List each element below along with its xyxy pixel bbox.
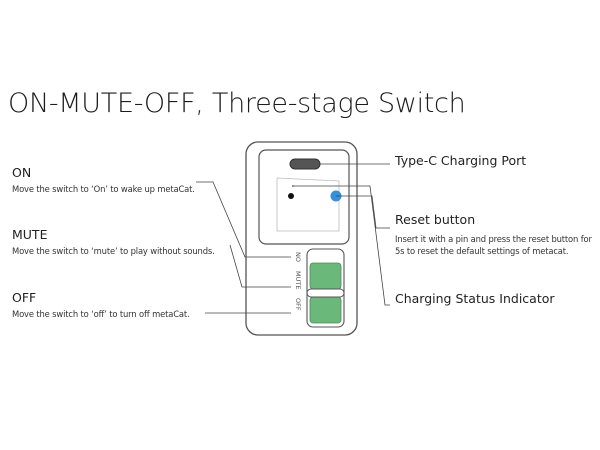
leader-line-reset xyxy=(336,195,390,229)
switch-off-label: OFF xyxy=(294,298,302,311)
on-label: ON xyxy=(12,165,32,180)
type-c-label: Type-C Charging Port xyxy=(395,153,527,168)
reset-description-line-1: Insert it with a pin and press the reset… xyxy=(395,234,592,244)
device-inner-panel xyxy=(258,149,350,245)
device-recess xyxy=(276,177,340,232)
mute-description: Move the switch to ‘mute’ to play withou… xyxy=(12,246,215,256)
leader-line-charging xyxy=(294,185,390,306)
leader-line-on xyxy=(196,181,291,258)
switch-knob-top xyxy=(309,262,342,290)
mute-label: MUTE xyxy=(12,227,48,242)
off-description: Move the switch to ‘off’ to turn off met… xyxy=(12,309,190,319)
reset-description: Insert it with a pin and press the reset… xyxy=(395,233,592,257)
switch-divider xyxy=(306,288,345,298)
switch-no-label: NO xyxy=(294,252,302,262)
charging-indicator-label: Charging Status Indicator xyxy=(395,291,555,306)
leader-line-mute xyxy=(229,244,291,288)
off-label: OFF xyxy=(12,290,37,305)
page-title: ON-MUTE-OFF, Three-stage Switch xyxy=(8,88,466,119)
indicator-dot xyxy=(292,185,294,187)
switch-mute-label: MUTE xyxy=(294,271,302,289)
reset-button-label: Reset button xyxy=(395,212,476,227)
reset-description-line-2: 5s to reset the default settings of meta… xyxy=(395,246,569,256)
on-description: Move the switch to ‘On’ to wake up metaC… xyxy=(12,184,195,194)
reset-hole-icon xyxy=(288,193,294,199)
switch-knob-bottom xyxy=(309,296,342,324)
type-c-port-icon xyxy=(289,158,321,170)
